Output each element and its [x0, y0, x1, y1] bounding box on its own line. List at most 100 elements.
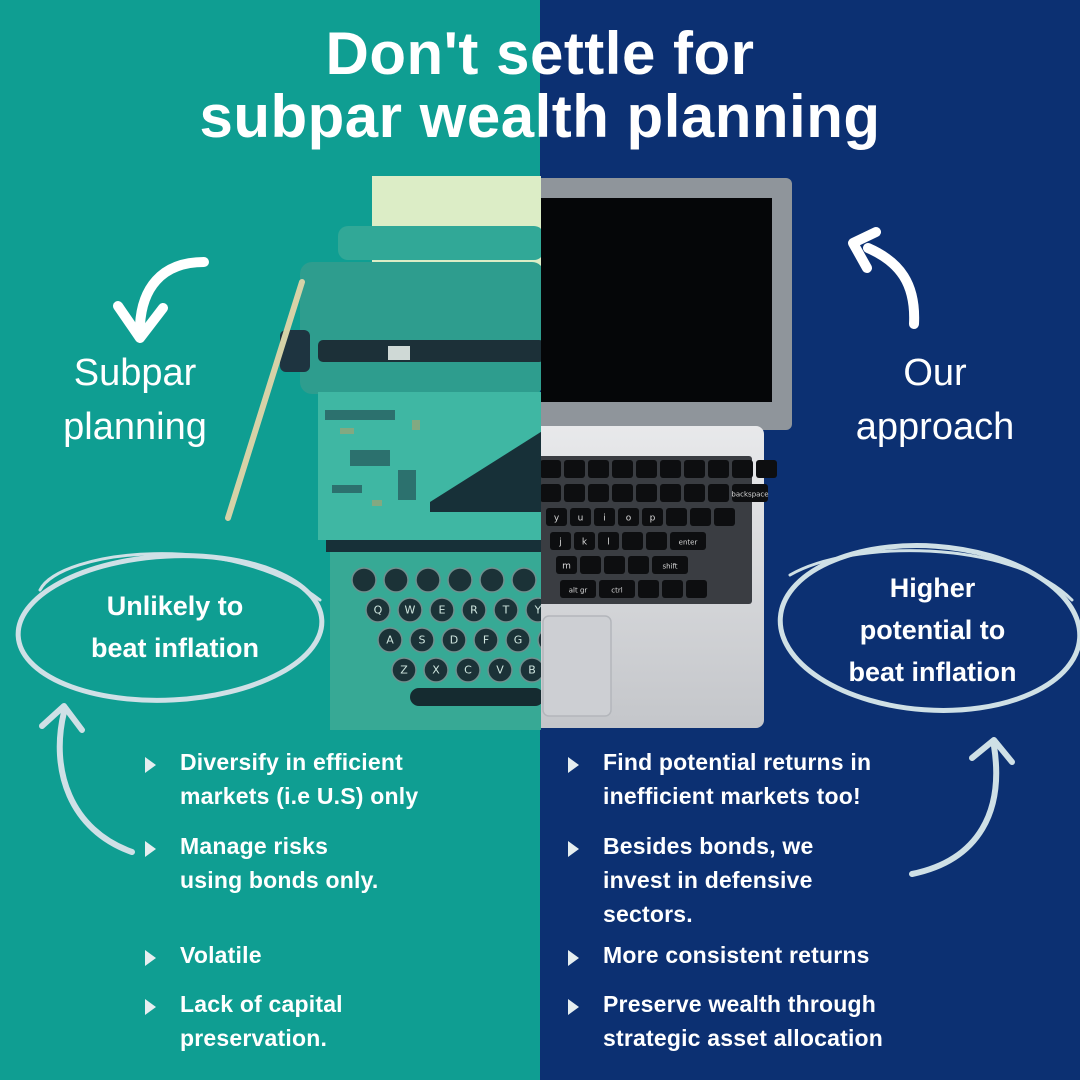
triangle-bullet-icon: [145, 757, 156, 773]
keyboard-key: [537, 630, 541, 650]
bullet-line: Preserve wealth through: [603, 991, 877, 1017]
bullet-line: using bonds only.: [180, 867, 379, 893]
title-line: subpar wealth planning: [199, 83, 881, 150]
list-item: Lack of capital preservation.: [145, 987, 343, 1055]
circle-line: Higher: [889, 573, 976, 603]
circle-line: Unlikely to: [106, 591, 244, 621]
keyboard-key: [397, 597, 423, 623]
list-item: Manage risks using bonds only.: [145, 829, 378, 897]
label-line: planning: [63, 406, 207, 448]
keyboard-key: [493, 597, 519, 623]
keyboard-key: [598, 532, 619, 550]
circle-text-left: Unlikely to beat inflation: [50, 585, 300, 669]
label-line: approach: [855, 406, 1015, 448]
keyboard-key: [642, 508, 663, 526]
left-highlight-circle: [15, 552, 325, 703]
keyboard-key: [756, 460, 777, 478]
circle-line: beat inflation: [91, 633, 259, 663]
circle-text-right: Higher potential to beat inflation: [805, 567, 1060, 693]
laptop-trackpad: [542, 615, 612, 717]
keyboard-key-label: C: [464, 664, 472, 677]
keyboard-key: [580, 556, 601, 574]
circle-line: beat inflation: [848, 657, 1017, 687]
keyboard-key: [391, 657, 417, 683]
keyboard-key: [604, 556, 625, 574]
keyboard-key: [570, 508, 591, 526]
keyboard-key-label: E: [439, 604, 446, 617]
label-line: Subpar: [73, 352, 197, 394]
keyboard-key-label: Z: [400, 664, 408, 677]
keyboard-key: [690, 508, 711, 526]
triangle-bullet-icon: [568, 757, 579, 773]
keyboard-key: [487, 657, 513, 683]
triangle-bullet-icon: [145, 841, 156, 857]
keyboard-key-label: F: [483, 634, 489, 647]
keyboard-key: [447, 567, 473, 593]
typewriter-carriage: [300, 262, 541, 394]
keyboard-key-label: Q: [374, 604, 383, 617]
keyboard-key: [574, 532, 595, 550]
keyboard-key: [628, 556, 649, 574]
keyboard-key-label: o: [626, 514, 632, 524]
keyboard-key: [564, 484, 585, 502]
keyboard-key: [556, 556, 577, 574]
keyboard-key: [714, 508, 735, 526]
keyboard-key: [662, 580, 683, 598]
typewriter-return-lever: [225, 279, 305, 521]
keyboard-key: [365, 597, 391, 623]
keyboard-key-label: T: [502, 604, 510, 617]
keyboard-key-label: B: [528, 664, 536, 677]
keyboard-key: [519, 657, 541, 683]
bullet-line: sectors.: [603, 901, 693, 927]
keyboard-key: [638, 580, 659, 598]
keyboard-key: [415, 567, 441, 593]
keyboard-key: [560, 580, 596, 598]
keyboard-key-label: G: [514, 634, 523, 647]
keyboard-key: [646, 532, 667, 550]
typewriter-illustration: QWERTYASDFGHZXCVB: [225, 176, 541, 730]
keyboard-key-label: V: [496, 664, 504, 677]
keyboard-key-label: m: [562, 562, 571, 572]
keyboard-key-label: k: [582, 538, 588, 548]
keyboard-key: [541, 460, 561, 478]
bullet-line: preservation.: [180, 1025, 328, 1051]
keyboard-key-label: W: [405, 604, 416, 617]
keyboard-key: [684, 460, 705, 478]
keyboard-key: [636, 460, 657, 478]
typewriter-platen-top: [338, 226, 541, 260]
keyboard-key: [670, 532, 706, 550]
loop-arrow-icon: [39, 703, 135, 855]
keyboard-key: [505, 627, 531, 653]
keyboard-key: [732, 460, 753, 478]
keyboard-key: [383, 567, 409, 593]
list-item: Find potential returns in inefficient ma…: [568, 745, 871, 813]
bullet-line: Besides bonds, we: [603, 833, 814, 859]
keyboard-key-label: R: [470, 604, 478, 617]
keyboard-key: [594, 508, 615, 526]
keyboard-key-label: X: [432, 664, 440, 677]
keyboard-key: [622, 532, 643, 550]
keyboard-key-label: S: [419, 634, 426, 647]
keyboard-key-label: p: [650, 514, 656, 524]
keyboard-key: [409, 627, 435, 653]
keyboard-key-label: backspace: [731, 491, 768, 499]
keyboard-key: [377, 627, 403, 653]
keyboard-key-label: A: [386, 634, 394, 647]
keyboard-key-label: l: [607, 538, 610, 548]
keyboard-key: [525, 597, 541, 623]
keyboard-key: [541, 484, 561, 502]
keyboard-key: [423, 657, 449, 683]
list-item: Besides bonds, we invest in defensive se…: [568, 829, 813, 931]
keyboard-key: [564, 460, 585, 478]
list-item: Diversify in efficient markets (i.e U.S)…: [145, 745, 418, 813]
circle-line: potential to: [859, 615, 1006, 645]
label-line: Our: [903, 352, 967, 394]
title-line: Don't settle for: [325, 20, 755, 87]
page-title: Don't settle for subpar wealth planning: [0, 22, 1080, 148]
keyboard-key: [461, 597, 487, 623]
label-subpar-planning: Subpar planning: [40, 346, 230, 454]
typewriter-knob: [280, 330, 310, 372]
keyboard-key: [473, 627, 499, 653]
